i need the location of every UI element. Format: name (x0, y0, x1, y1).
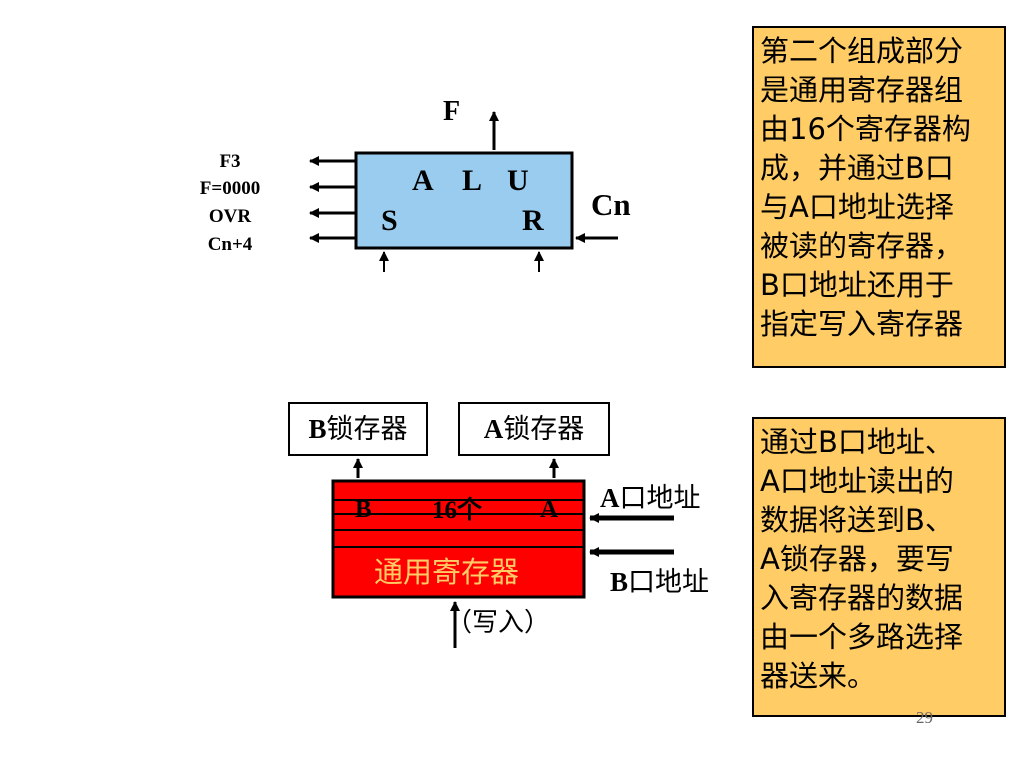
register-count-text: 16个 (432, 497, 483, 524)
note-bottom-line: A口地址读出的 (760, 464, 954, 498)
note-top-line: 第二个组成部分 (760, 34, 964, 68)
note-top-line: 指定写入寄存器 (760, 307, 964, 341)
register-row-b-label: B (355, 496, 372, 523)
note-bottom-line: 入寄存器的数据 (760, 581, 964, 615)
register-file-name: 通用寄存器 (374, 555, 520, 589)
b-address-text: 口地址 (628, 567, 710, 598)
b-address-letter: B (610, 567, 629, 597)
alu-title-a: A (412, 164, 434, 197)
note-bottom-line: 器送来。 (760, 659, 877, 693)
note-top-line: 是通用寄存器组 (760, 73, 964, 107)
register-row-a-label: A (540, 496, 559, 523)
flag-label-zero: F=0000 (199, 178, 261, 199)
alu-box (354, 151, 574, 250)
alu-title-l: L (462, 164, 483, 197)
note-top-line: 与A口地址选择 (760, 190, 954, 224)
page-number: 29 (916, 708, 933, 727)
note-top-line: 由16个寄存器构 (760, 112, 971, 146)
flag-label-f3: F3 (219, 151, 241, 172)
b-latch-letter: B (308, 414, 327, 444)
alu-s-input-label: S (381, 204, 398, 237)
a-address-letter: A (600, 483, 620, 513)
note-top: 第二个组成部分 是通用寄存器组 由16个寄存器构 成，并通过B口 与A口地址选择… (752, 26, 1006, 368)
note-bottom: 通过B口地址、 A口地址读出的 数据将送到B、 A锁存器，要写 入寄存器的数据 … (752, 417, 1006, 717)
carry-in-label: Cn (591, 187, 631, 222)
note-bottom-line: A锁存器，要写 (760, 542, 954, 576)
flag-label-carry-out: Cn+4 (207, 234, 253, 255)
note-top-line: 成，并通过B口 (760, 151, 954, 185)
note-bottom-line: 由一个多路选择 (760, 620, 964, 654)
flag-label-ovr: OVR (208, 206, 252, 227)
alu-title-u: U (507, 164, 529, 197)
a-latch-text: 锁存器 (503, 414, 585, 445)
b-latch-box: B锁存器 (288, 402, 428, 456)
write-label: （写入） (446, 608, 551, 638)
note-bottom-line: 数据将送到B、 (760, 503, 954, 537)
register-count-label: 16个 (432, 496, 482, 525)
note-top-line: B口地址还用于 (760, 268, 954, 302)
b-latch-text: 锁存器 (326, 414, 408, 445)
a-latch-letter: A (483, 414, 504, 444)
note-bottom-line: 通过B口地址、 (760, 425, 954, 459)
note-top-line: 被读的寄存器， (760, 229, 964, 263)
b-address-label: B口地址 (610, 564, 709, 601)
alu-r-input-label: R (522, 204, 544, 237)
a-address-text: 口地址 (619, 483, 701, 514)
alu-f-output-label: F (443, 96, 461, 127)
a-latch-box: A锁存器 (458, 402, 610, 456)
a-address-label: A口地址 (600, 480, 701, 517)
